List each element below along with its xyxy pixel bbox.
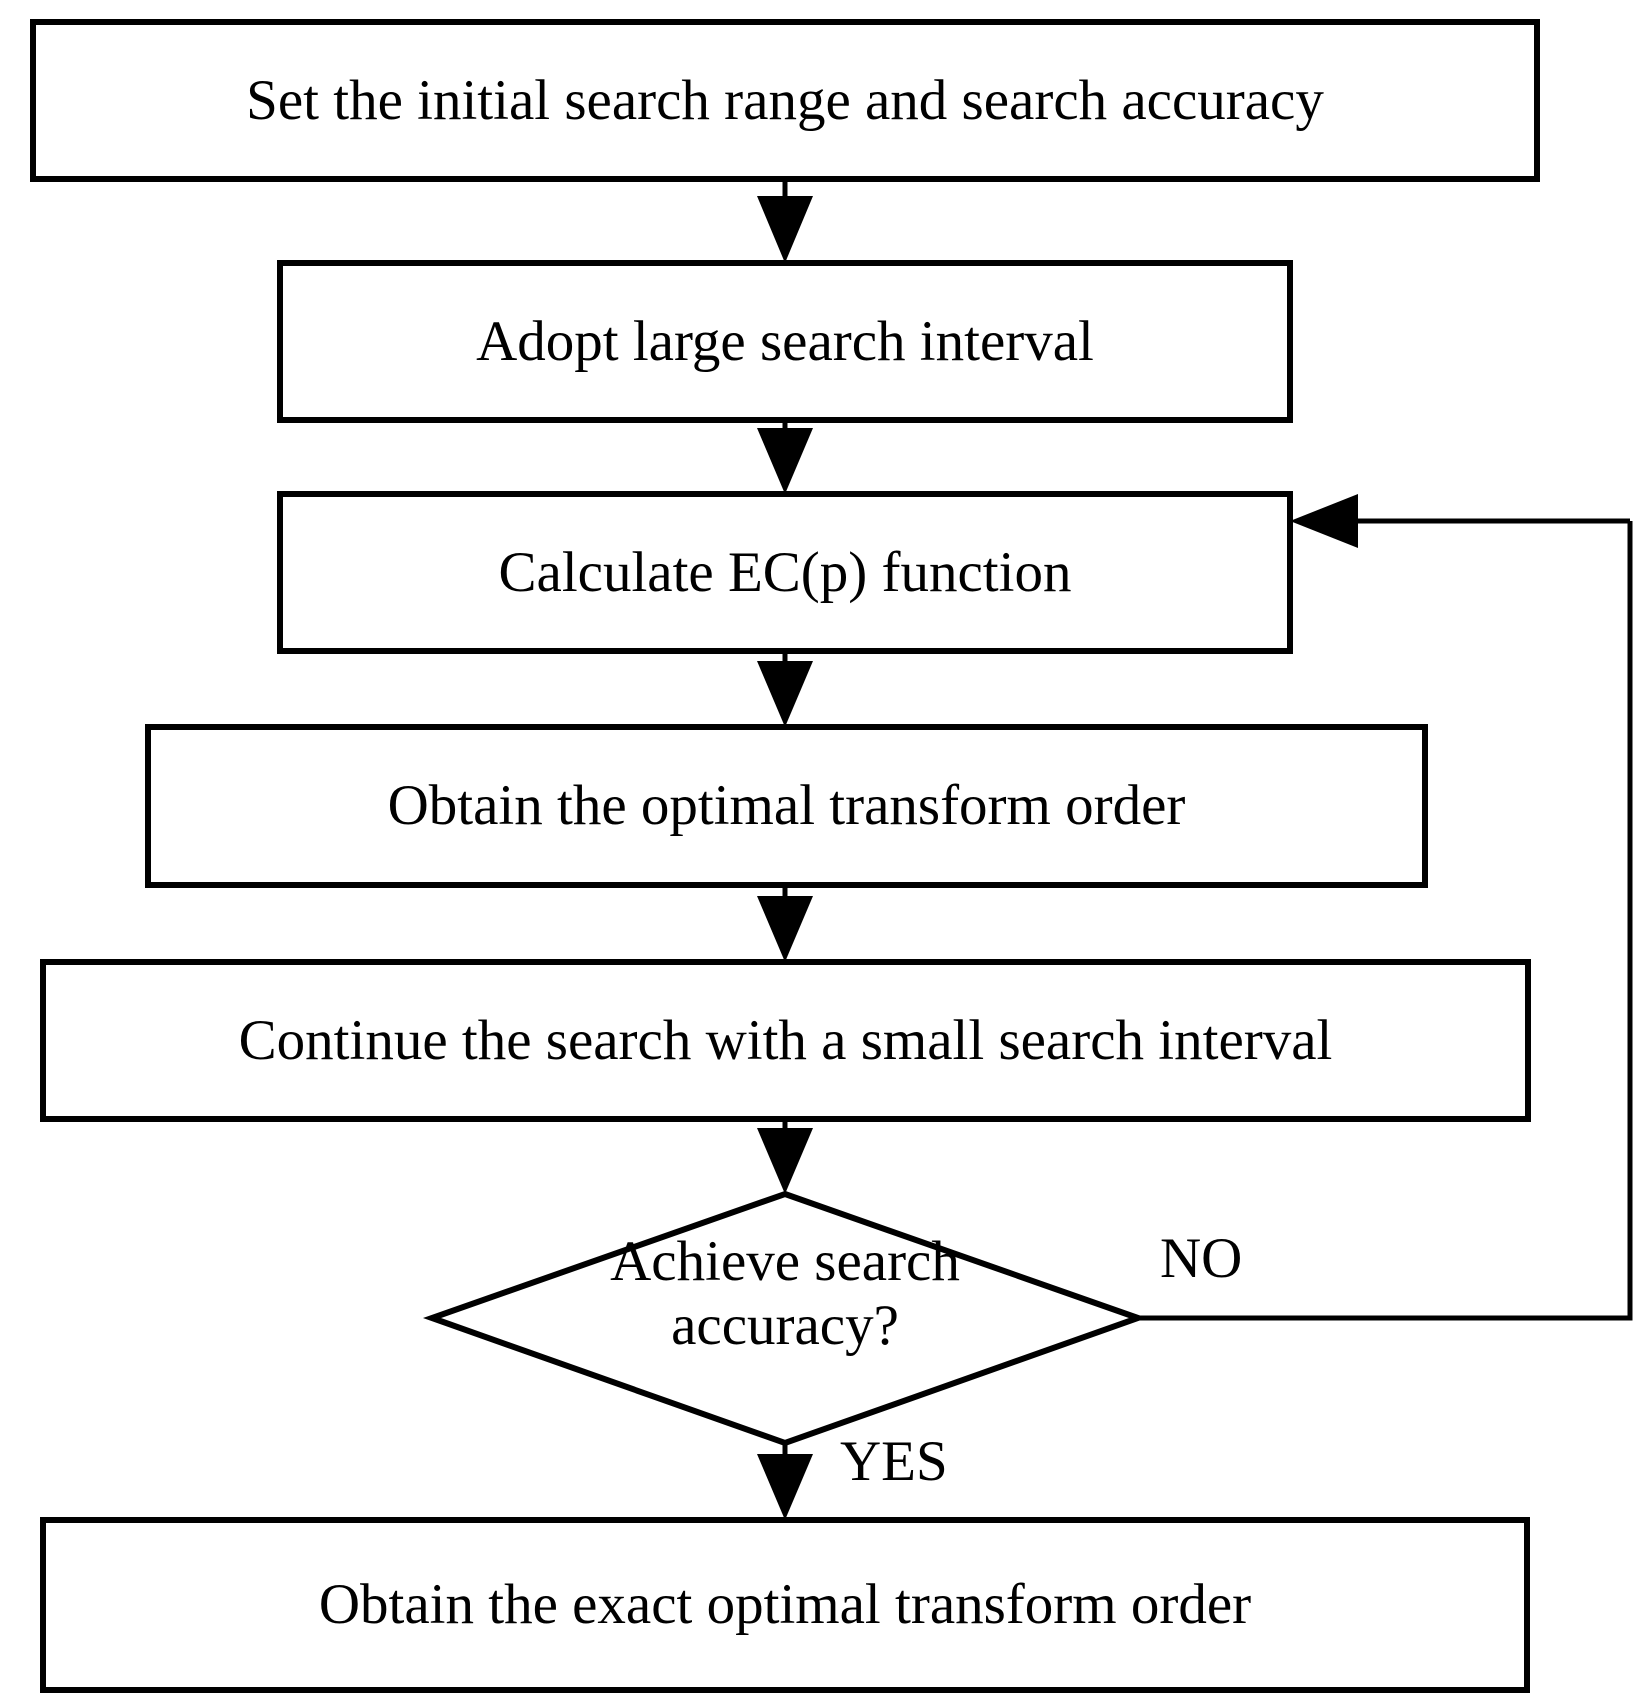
node-shape-calculate-ec-function[interactable] bbox=[277, 491, 1293, 654]
edge-decision-yes-to-obtain-exact bbox=[757, 1443, 813, 1520]
edge-continue-search-to-decision bbox=[757, 1119, 813, 1194]
node-shape-obtain-optimal-transform-order[interactable] bbox=[145, 724, 1428, 888]
node-shape-achieve-search-accuracy-decision[interactable] bbox=[422, 1190, 1148, 1447]
edge-obtain-optimal-to-continue-search bbox=[757, 885, 813, 962]
edge-set-initial-to-adopt-large bbox=[757, 179, 813, 263]
edge-adopt-large-to-calculate-ec bbox=[757, 420, 813, 494]
node-shape-continue-search-small-interval[interactable] bbox=[40, 959, 1531, 1122]
edge-calculate-ec-to-obtain-optimal bbox=[757, 651, 813, 727]
node-shape-adopt-large-search-interval[interactable] bbox=[277, 260, 1293, 423]
node-shape-obtain-exact-optimal-transform-order[interactable] bbox=[40, 1517, 1530, 1693]
edge-decision-no-feedback-to-calculate-ec bbox=[1138, 494, 1633, 1321]
node-shape-set-initial-search-range[interactable] bbox=[30, 19, 1540, 182]
